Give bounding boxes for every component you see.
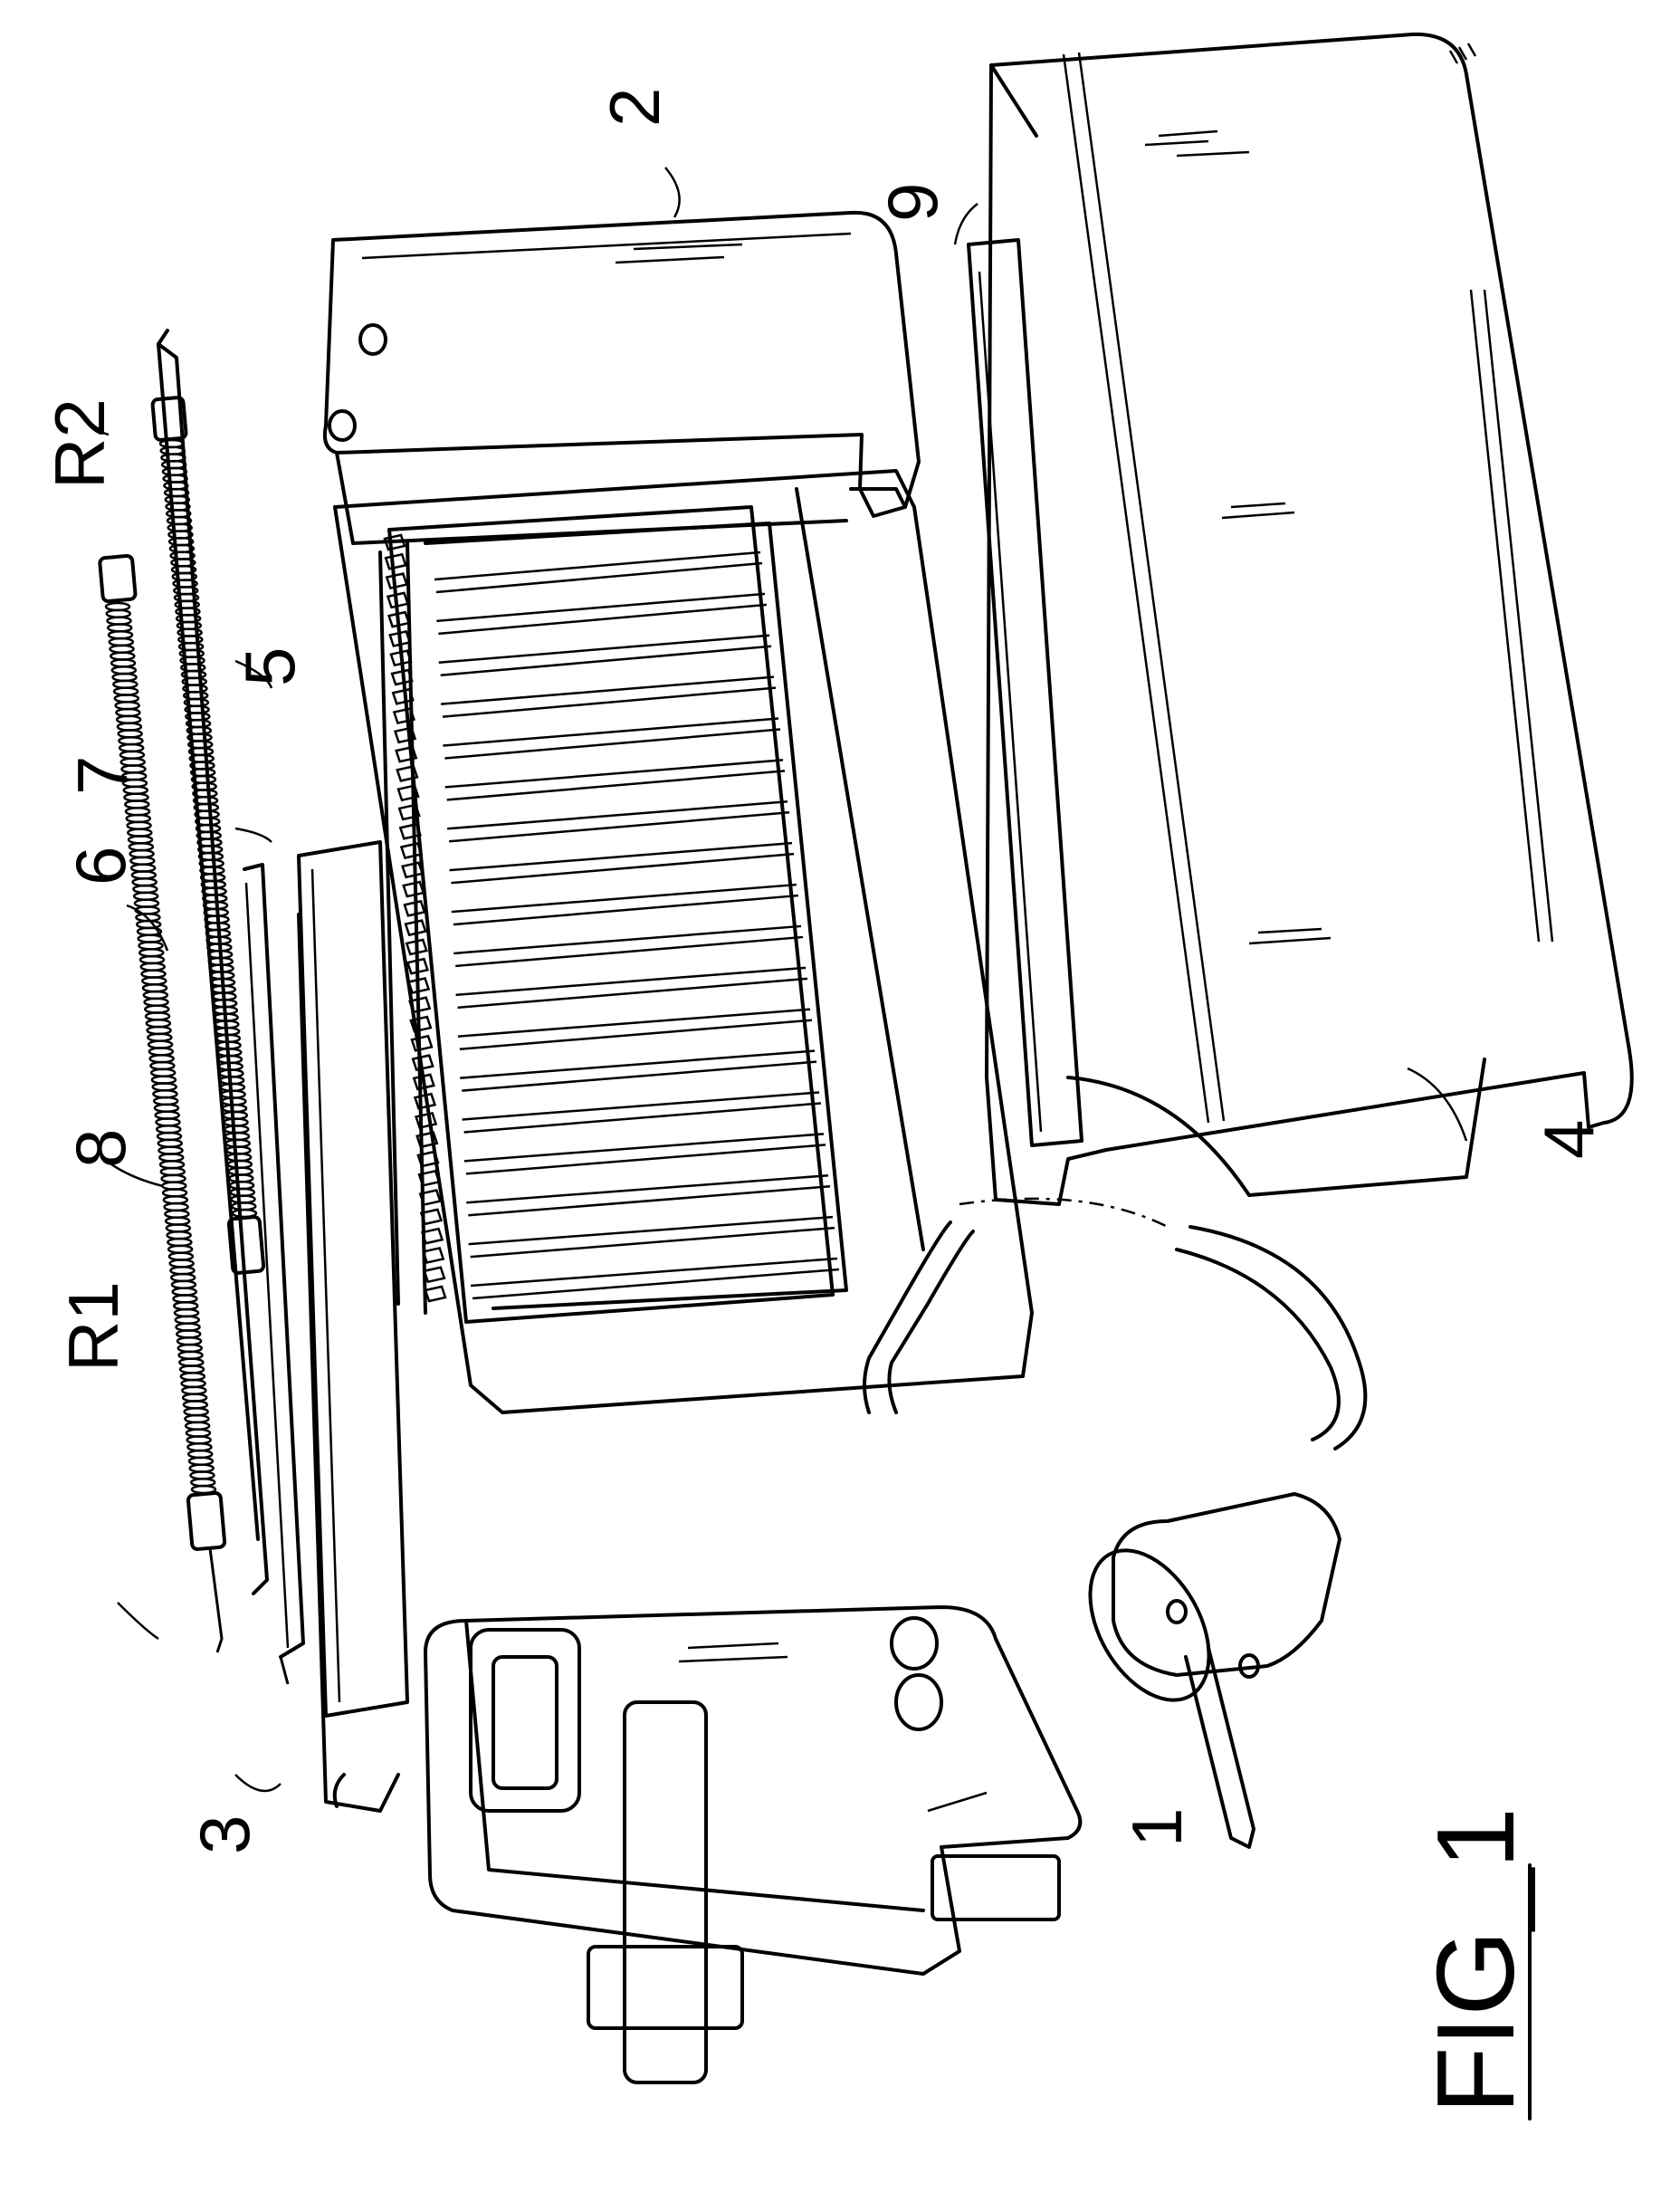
grid-slat bbox=[469, 1217, 833, 1244]
grid-slat bbox=[453, 926, 801, 953]
grid-slat bbox=[466, 1175, 828, 1202]
power-cord bbox=[864, 1199, 1365, 1449]
grid-slat-edge bbox=[449, 812, 789, 841]
grid-slat bbox=[463, 1092, 819, 1119]
grid-slat-edge bbox=[447, 771, 785, 799]
end-cap-2 bbox=[325, 213, 919, 543]
outer-cover bbox=[987, 34, 1632, 1204]
grid-slat-edge bbox=[471, 1228, 835, 1257]
grid-slat-edge bbox=[438, 605, 767, 634]
leader-lines bbox=[77, 168, 1466, 1811]
grid-slat-edge bbox=[441, 646, 771, 675]
grid-slat bbox=[445, 760, 783, 787]
label-4: 4 bbox=[1529, 1120, 1608, 1159]
grid-slat-edge bbox=[464, 1103, 821, 1132]
label-3: 3 bbox=[185, 1815, 264, 1854]
grid-tooth bbox=[386, 554, 406, 569]
grid-slat-edge bbox=[436, 563, 762, 592]
label-r1: R1 bbox=[53, 1281, 133, 1372]
grid-slat-edge bbox=[453, 895, 798, 924]
label-7: 7 bbox=[62, 756, 142, 795]
grid-slat-edge bbox=[451, 854, 794, 883]
label-9: 9 bbox=[873, 183, 952, 222]
grid-tooth bbox=[413, 1056, 433, 1070]
figure-title: FIG_1 bbox=[1414, 1807, 1537, 2114]
grid-slat-edge bbox=[468, 1186, 830, 1215]
label-6: 6 bbox=[61, 847, 140, 886]
grid-slat-edge bbox=[444, 730, 780, 759]
coil-turn bbox=[233, 1210, 256, 1217]
label-5: 5 bbox=[230, 647, 310, 686]
grid-tooth bbox=[424, 1248, 444, 1262]
grid-tooth bbox=[425, 1268, 444, 1282]
grid-tooth bbox=[387, 574, 406, 589]
label-2: 2 bbox=[595, 88, 674, 127]
grid-slat bbox=[436, 594, 765, 621]
grid-tooth bbox=[401, 844, 421, 858]
grid-slat bbox=[456, 968, 806, 995]
grid-tooth bbox=[404, 882, 424, 896]
grid-slat bbox=[464, 1134, 824, 1161]
label-8: 8 bbox=[61, 1129, 140, 1168]
grid-tooth bbox=[416, 1113, 436, 1127]
rod-7 bbox=[244, 865, 303, 1684]
grid-slat bbox=[449, 843, 792, 870]
grid-slat bbox=[434, 552, 760, 579]
plug bbox=[1065, 1494, 1340, 1847]
front-housing-1 bbox=[425, 1607, 1080, 2082]
grid-frame-5 bbox=[385, 507, 846, 1322]
grid-slat-edge bbox=[455, 937, 803, 966]
grid-tooth bbox=[412, 1036, 432, 1050]
grid-slat bbox=[439, 636, 769, 663]
grid-slat-edge bbox=[458, 979, 807, 1008]
grid-tooth bbox=[425, 1287, 445, 1301]
grid-slat bbox=[452, 885, 797, 912]
label-1: 1 bbox=[1117, 1808, 1197, 1847]
grid-slat bbox=[458, 1010, 810, 1037]
grid-slat bbox=[441, 677, 774, 704]
grid-slat bbox=[460, 1051, 815, 1078]
grid-tooth bbox=[403, 863, 423, 877]
grid-slat bbox=[471, 1259, 837, 1286]
grid-slat-edge bbox=[443, 688, 776, 717]
label-r2: R2 bbox=[40, 398, 119, 489]
grid-slat bbox=[443, 719, 778, 746]
grid-slat-edge bbox=[462, 1062, 816, 1091]
grid-slat-edge bbox=[466, 1144, 826, 1173]
grid-slat-edge bbox=[460, 1020, 812, 1049]
grid-slat bbox=[447, 801, 788, 828]
coil-turn bbox=[192, 1486, 215, 1493]
